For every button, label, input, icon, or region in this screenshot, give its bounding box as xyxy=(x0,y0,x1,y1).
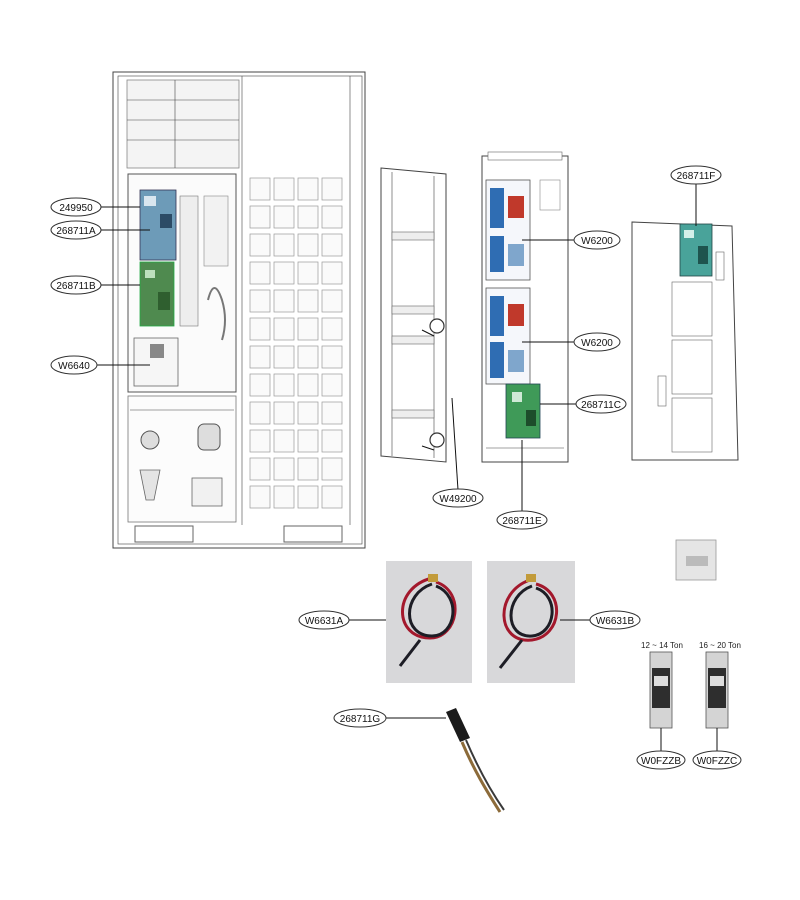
callout-label-268711F: 268711F xyxy=(677,171,716,182)
leader-lines xyxy=(96,184,718,752)
callout-268711B: 268711B xyxy=(50,275,102,295)
callout-268711A: 268711A xyxy=(50,220,102,240)
side-bracket-panel xyxy=(380,167,447,463)
cable-photo-b xyxy=(487,561,575,683)
outdoor-unit-cabinet xyxy=(112,71,366,549)
callout-268711F: 268711F xyxy=(670,165,722,185)
callout-label-249950: 249950 xyxy=(59,203,93,214)
callout-label-W6200-lower: W6200 xyxy=(581,338,613,349)
fuse-photo-right xyxy=(705,651,729,729)
sensor-cable xyxy=(446,708,505,813)
callout-label-W6631A: W6631A xyxy=(305,616,344,627)
callout-W0FZZC: W0FZZC xyxy=(692,750,742,770)
callout-268711C: 268711C xyxy=(575,394,627,414)
callout-label-W6631B: W6631B xyxy=(596,616,635,627)
cable-photo-a xyxy=(386,561,472,683)
callout-W6640: W6640 xyxy=(50,355,98,375)
callout-label-W6640: W6640 xyxy=(58,361,90,372)
callout-label-268711A: 268711A xyxy=(56,226,96,237)
fuse-photo-left xyxy=(649,651,673,729)
inverter-control-box xyxy=(481,151,569,463)
callout-label-268711C: 268711C xyxy=(581,400,621,411)
callout-label-268711E: 268711E xyxy=(502,516,542,527)
callout-label-W0FZZC: W0FZZC xyxy=(697,756,738,767)
callout-label-268711G: 268711G xyxy=(340,714,381,725)
callout-label-W0FZZB: W0FZZB xyxy=(641,756,681,767)
callout-label-W6200-upper: W6200 xyxy=(581,236,613,247)
top-panel xyxy=(631,221,739,461)
callout-label-W49200: W49200 xyxy=(439,494,477,505)
fuse-size-label-left: 12 ~ 14 Ton xyxy=(641,641,683,650)
callout-W0FZZB: W0FZZB xyxy=(636,750,686,770)
callout-249950: 249950 xyxy=(50,197,102,217)
callout-268711E: 268711E xyxy=(496,510,548,530)
small-part-detail xyxy=(686,556,708,566)
callout-W6631A: W6631A xyxy=(298,610,350,630)
callout-W6200-upper: W6200 xyxy=(573,230,621,250)
callout-268711G: 268711G xyxy=(333,708,387,728)
callout-label-268711B: 268711B xyxy=(56,281,96,292)
callout-W6200-lower: W6200 xyxy=(573,332,621,352)
callout-W49200: W49200 xyxy=(432,488,484,508)
fuse-size-label-right: 16 ~ 20 Ton xyxy=(699,641,741,650)
callout-W6631B: W6631B xyxy=(589,610,641,630)
